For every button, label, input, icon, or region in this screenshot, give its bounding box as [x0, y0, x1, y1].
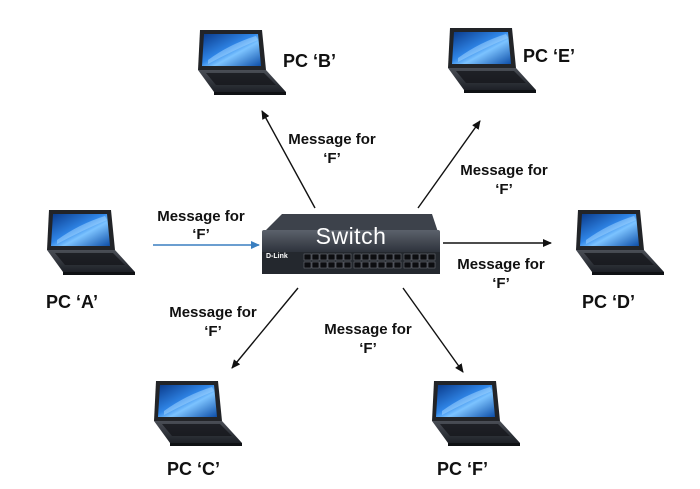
- laptop-pc-c-icon: [154, 381, 242, 446]
- pc-f-label: PC ‘F’: [437, 459, 488, 479]
- message-label-f: Message for ‘F’: [324, 321, 412, 357]
- network-switch: Switch D-Link: [262, 214, 440, 274]
- arrow-switch-to-pc-f: [402, 287, 464, 373]
- message-e-line2: ‘F’: [495, 181, 513, 198]
- message-label-e: Message for ‘F’: [460, 162, 548, 198]
- laptop-pc-d-icon: [576, 210, 664, 275]
- message-label-d: Message for ‘F’: [457, 256, 545, 292]
- message-label-c: Message for ‘F’: [169, 304, 257, 340]
- pc-b-label: PC ‘B’: [283, 51, 336, 71]
- message-d-line1: Message for: [457, 256, 545, 273]
- message-c-line2: ‘F’: [204, 323, 222, 340]
- message-f-line1: Message for: [324, 321, 412, 338]
- message-label-b: Message for ‘F’: [288, 131, 376, 167]
- switch-ports: [303, 253, 436, 269]
- message-b-line2: ‘F’: [323, 150, 341, 167]
- pc-e-label: PC ‘E’: [523, 46, 575, 66]
- switch-brand: D-Link: [266, 253, 288, 260]
- arrow-switch-to-pc-e: [417, 120, 481, 209]
- message-label-a: Message for ‘F’: [157, 208, 245, 243]
- message-a-line1: Message for: [157, 208, 245, 225]
- arrow-switch-to-pc-c: [231, 287, 299, 369]
- laptop-pc-b-icon: [198, 30, 286, 95]
- message-d-line2: ‘F’: [492, 275, 510, 292]
- laptop-pc-f-icon: [432, 381, 520, 446]
- message-e-line1: Message for: [460, 162, 548, 179]
- message-a-line2: ‘F’: [192, 226, 210, 243]
- switch-label: Switch: [316, 223, 387, 249]
- laptop-pc-a-icon: [47, 210, 135, 275]
- arrow-switch-to-pc-b: [261, 110, 316, 209]
- message-c-line1: Message for: [169, 304, 257, 321]
- pc-d-label: PC ‘D’: [582, 292, 635, 312]
- pc-c-label: PC ‘C’: [167, 459, 220, 479]
- message-b-line1: Message for: [288, 131, 376, 148]
- message-f-line2: ‘F’: [359, 340, 377, 357]
- pc-a-label: PC ‘A’: [46, 292, 98, 312]
